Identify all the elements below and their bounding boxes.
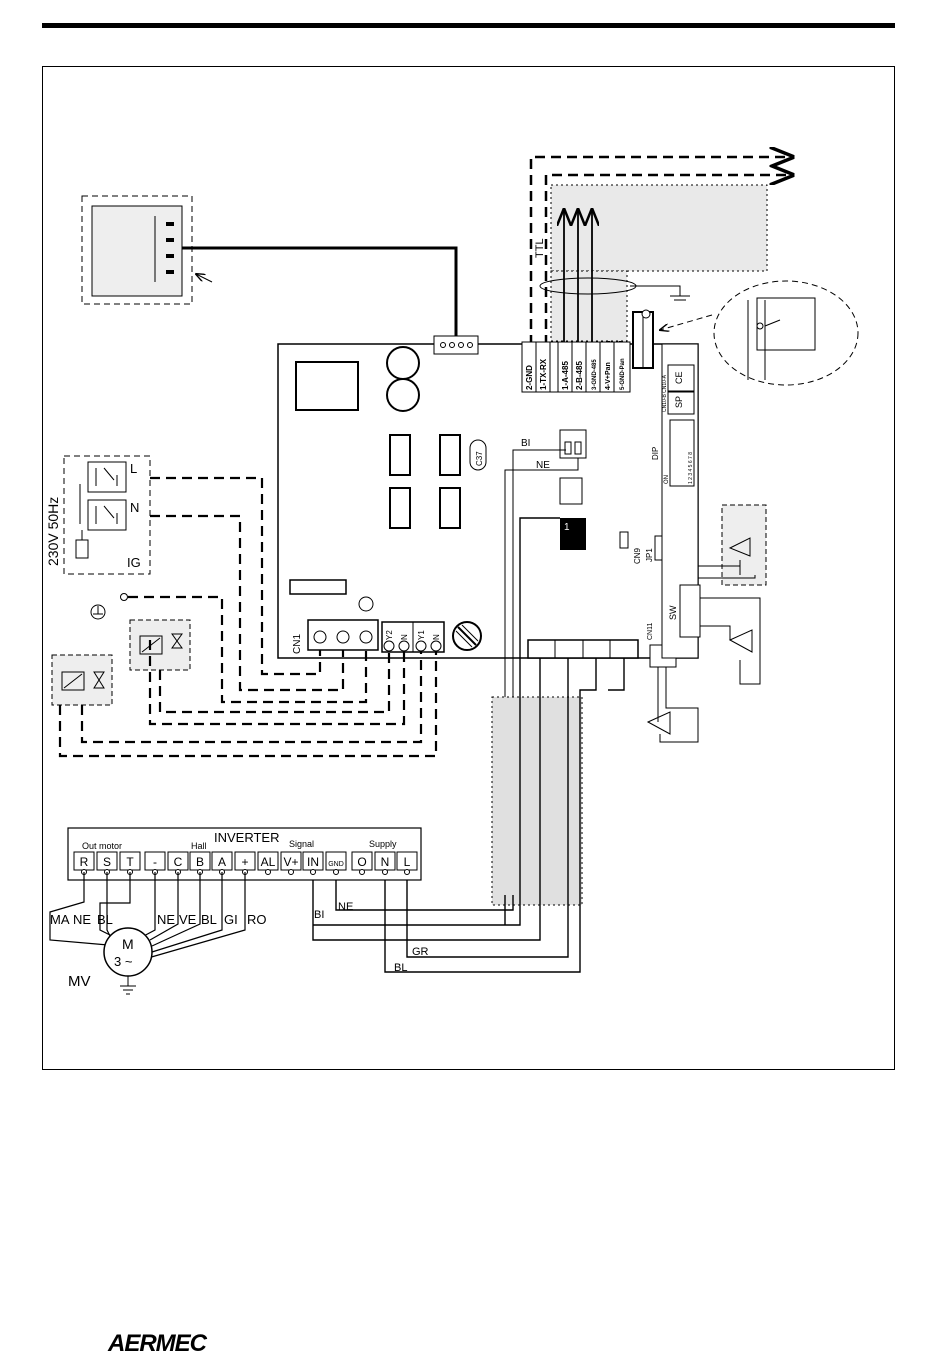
inverter-terminal-label: S <box>103 855 111 869</box>
c37-label: C37 <box>475 451 484 466</box>
inverter-terminal-label: A <box>218 855 226 869</box>
ttl-label: TTL <box>534 238 546 258</box>
terminal-n1: N <box>400 634 409 640</box>
inverter-terminal-label: R <box>80 855 89 869</box>
control-board: C37 1 CN9 JP1 CN1 Y2 N Y1 N <box>278 312 700 667</box>
conn-2b485: 2-B-485 <box>575 361 584 390</box>
inverter-terminal-pin <box>266 870 271 875</box>
wire-ma: MA <box>50 912 70 927</box>
out-motor-label: Out motor <box>82 841 122 851</box>
inverter-terminal-pin <box>334 870 339 875</box>
motor-label: MV <box>68 973 91 990</box>
inverter-terminal-label: IN <box>307 855 319 869</box>
inverter-terminal-label: + <box>241 855 248 869</box>
board-ne-label: NE <box>536 460 550 471</box>
cn11-label: CN11 <box>647 623 654 640</box>
relay-number: 1 <box>564 522 570 533</box>
inverter-terminal-pin <box>360 870 365 875</box>
cn10-label: CN10-B CN10-A <box>662 374 668 412</box>
sensor-2 <box>700 598 760 684</box>
dip-label: DIP <box>651 447 660 460</box>
line-n: N <box>130 500 139 515</box>
inverter-terminal-label: N <box>381 855 390 869</box>
sw-label: SW <box>668 605 678 620</box>
inverter-terminal-label: B <box>196 855 204 869</box>
conn-4vpan: 4-V+Pan <box>605 362 612 390</box>
brand-logo: AERMEC <box>108 1330 206 1358</box>
wire-ve: VE <box>179 912 197 927</box>
board-bi-label: BI <box>521 438 530 449</box>
inverter-terminal-label: GND <box>328 861 344 868</box>
conn-1txrx: 1-TX-RX <box>539 358 548 390</box>
inverter-terminal-label: O <box>357 855 366 869</box>
ig-label: IG <box>127 555 141 570</box>
terminal-n2: N <box>432 634 441 640</box>
inverter-terminal-label: T <box>126 855 134 869</box>
inverter-terminal-label: V+ <box>283 855 298 869</box>
valve-1 <box>130 620 190 670</box>
wire-gi: GI <box>224 912 238 927</box>
jp1-label: JP1 <box>645 548 654 562</box>
inverter-terminal-label: L <box>404 855 411 869</box>
wire-bi: BI <box>314 909 324 921</box>
inverter-terminal-pin <box>311 870 316 875</box>
wire-ne-signal: NE <box>338 901 353 913</box>
motor-m: M <box>122 936 134 952</box>
inverter-terminal-pin <box>383 870 388 875</box>
sensor-1 <box>722 505 766 585</box>
cn1-label: CN1 <box>292 634 303 654</box>
terminal-y1: Y1 <box>417 630 426 640</box>
inverter-title: INVERTER <box>214 830 280 845</box>
hall-label: Hall <box>191 841 207 851</box>
motor-phase: 3 ~ <box>114 954 133 969</box>
conn-2gnd: 2-GND <box>525 365 534 390</box>
inverter-terminal-pin <box>289 870 294 875</box>
wire-bl-motor: BL <box>97 912 113 927</box>
sensor-3 <box>648 667 698 742</box>
fan-motor: M 3 ~ MV <box>68 928 152 994</box>
dip-numbers: 1 2 3 4 5 6 7 8 <box>688 452 694 484</box>
dip-on-label: ON <box>664 475 670 484</box>
inverter-terminal-label: AL <box>261 855 276 869</box>
inverter-terminal-label: - <box>153 855 157 869</box>
wire-ne-motor: NE <box>73 912 91 927</box>
signal-label: Signal <box>289 839 314 849</box>
conn-1a485: 1-A-485 <box>561 361 570 390</box>
remote-panel <box>82 196 212 304</box>
wire-gr: GR <box>412 946 429 958</box>
valve-2 <box>52 655 112 705</box>
wire-bl-supply: BL <box>394 962 407 974</box>
wire-ro: RO <box>247 912 267 927</box>
sp-label: SP <box>674 396 684 408</box>
wire-ne-hall: NE <box>157 912 175 927</box>
inverter-terminal-label: C <box>174 855 183 869</box>
voltage-label: 230V 50Hz <box>45 497 61 566</box>
ce-label: CE <box>674 371 684 384</box>
power-supply-group: L N IG 230V 50Hz <box>45 456 150 574</box>
conn-5gndpan: 5-GND-Pan <box>620 358 626 390</box>
conn-3gnd485: 3-GND-485 <box>592 359 598 390</box>
terminal-y2: Y2 <box>385 630 394 640</box>
inverter-terminal-pin <box>405 870 410 875</box>
wire-bl-hall: BL <box>201 912 217 927</box>
cn9-label: CN9 <box>633 547 642 564</box>
shielded-zone <box>551 185 767 271</box>
line-l: L <box>130 461 137 476</box>
supply-label: Supply <box>369 839 397 849</box>
